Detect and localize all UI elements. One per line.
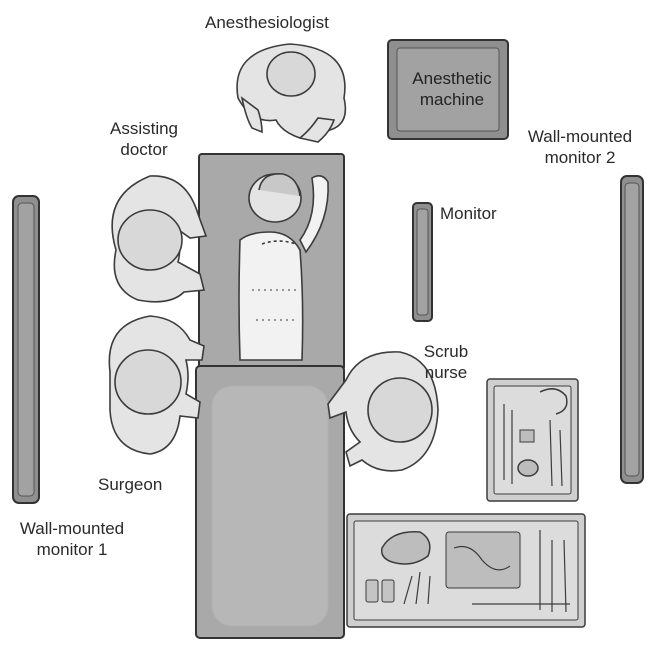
label-anesthesiologist: Anesthesiologist	[205, 12, 329, 33]
label-surgeon: Surgeon	[98, 474, 162, 495]
label-monitor: Monitor	[440, 203, 497, 224]
label-assisting-doctor: Assisting doctor	[94, 118, 194, 160]
label-wall-mounted-monitor-2: Wall-mounted monitor 2	[516, 126, 644, 168]
monitor	[413, 203, 432, 321]
label-anesthetic-machine: Anesthetic machine	[397, 68, 507, 110]
label-wall-mounted-monitor-1: Wall-mounted monitor 1	[4, 518, 140, 560]
surgeon-figure	[109, 316, 204, 454]
assisting-doctor-figure	[112, 176, 206, 302]
wall-mounted-monitor-1	[13, 196, 39, 503]
instrument-tray-upper	[487, 379, 578, 501]
anesthesiologist-figure	[237, 44, 345, 142]
instrument-tray-lower	[347, 514, 585, 627]
operating-table-lower	[196, 366, 344, 638]
label-scrub-nurse: Scrub nurse	[416, 341, 476, 383]
wall-mounted-monitor-2	[621, 176, 643, 483]
